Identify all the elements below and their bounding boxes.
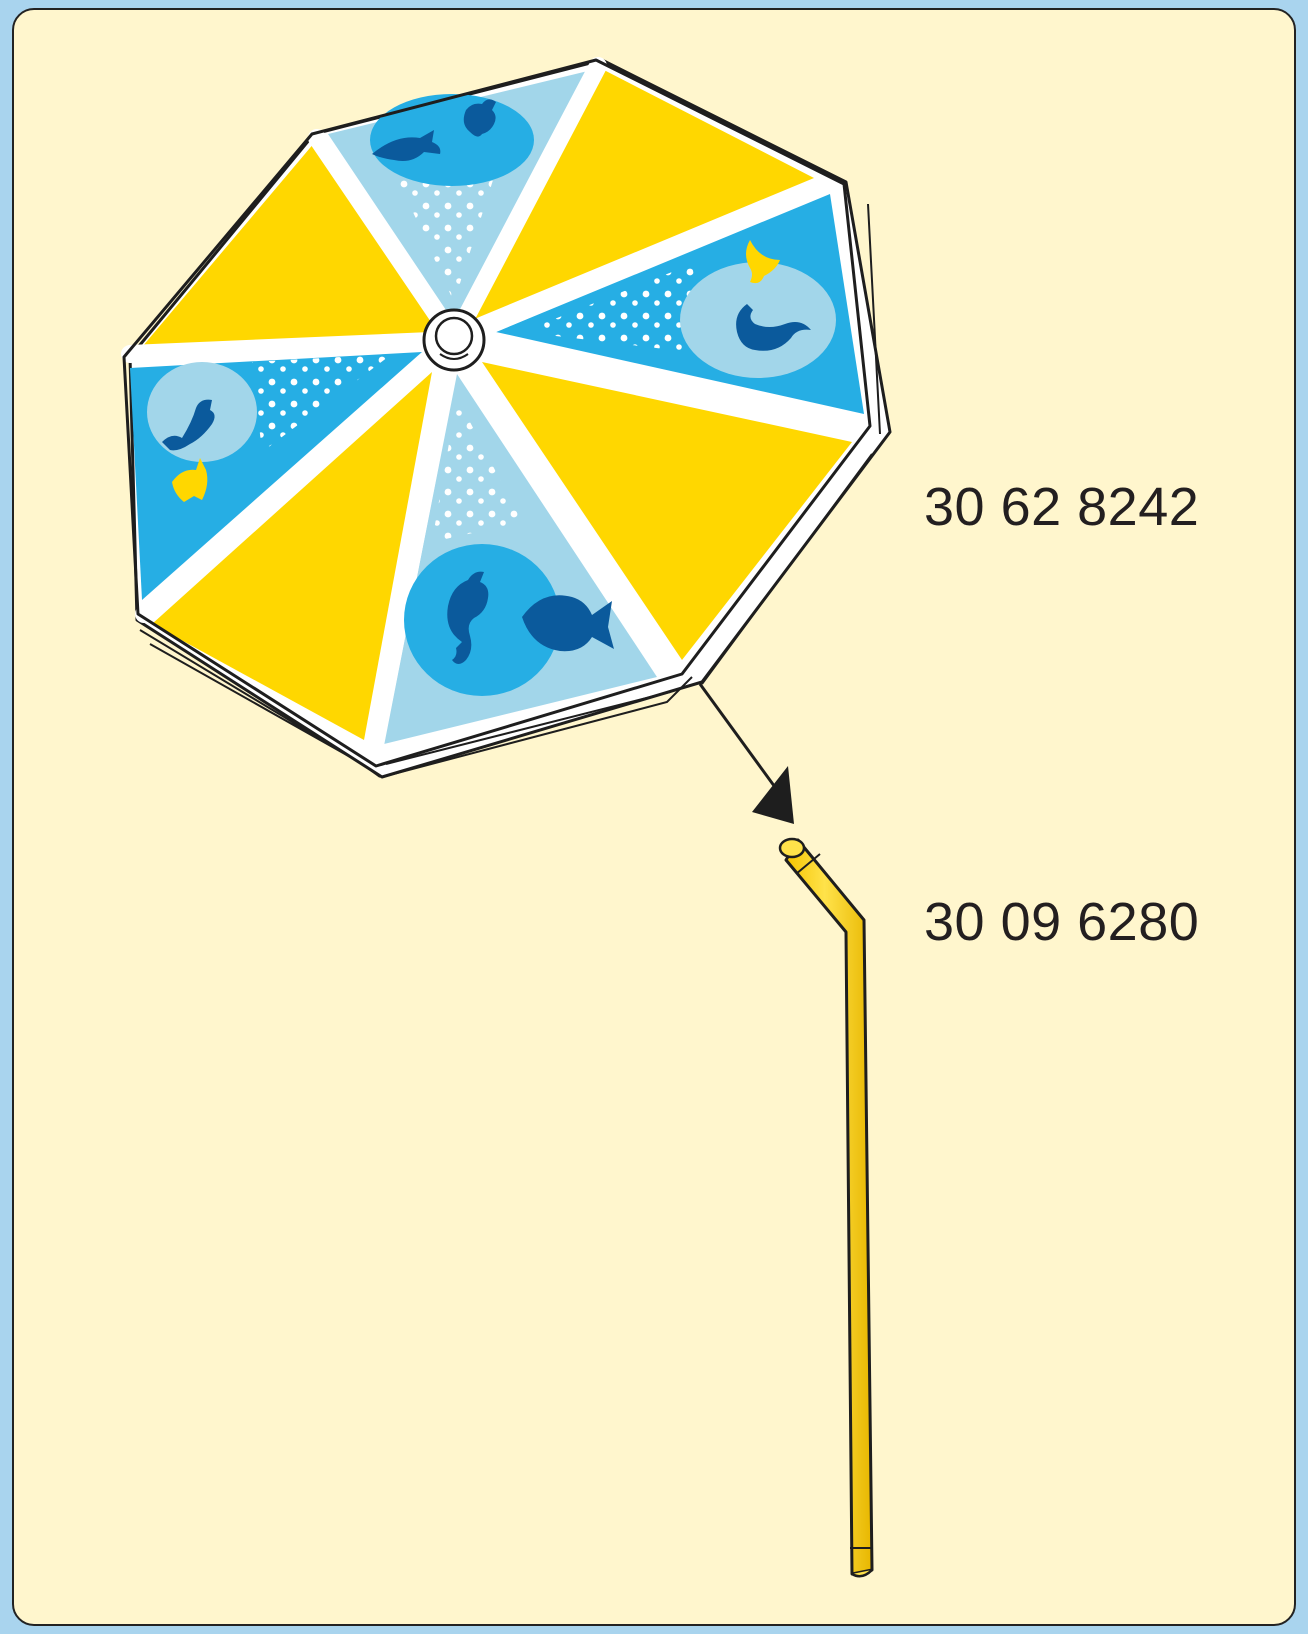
bubble-oval-top — [370, 94, 534, 186]
bubble-oval-right — [680, 262, 836, 378]
panel-lightblue-1-dots — [397, 152, 502, 302]
fish-icon — [522, 595, 614, 652]
pole-top-cap — [778, 837, 806, 859]
panel-yellow-1 — [142, 142, 452, 347]
assembly-illustration — [121, 57, 892, 1578]
fish-icon — [172, 458, 208, 502]
panel-lightblue-2-dots — [432, 397, 522, 542]
diagram-frame: 30 62 8242 30 09 6280 — [12, 8, 1296, 1626]
rim-edge-lines — [139, 203, 881, 778]
arrow-icon — [698, 683, 794, 824]
panel-yellow-4 — [152, 372, 432, 740]
umbrella-canopy — [121, 57, 892, 779]
panel-blue-1-dots — [522, 264, 707, 354]
fish-icon — [746, 240, 780, 284]
panel-blue-2-dots — [252, 354, 392, 452]
seahorse-icon — [447, 571, 489, 664]
seahorse-icon — [463, 99, 496, 137]
seahorse-icon — [736, 304, 811, 351]
panel-yellow-3 — [482, 362, 852, 660]
panel-yellow-2 — [472, 70, 814, 320]
canopy-outline — [122, 58, 872, 768]
canopy-ribs — [121, 57, 869, 759]
umbrella-pole — [778, 837, 874, 1578]
part-number-pole: 30 09 6280 — [924, 892, 1200, 952]
canopy-hub — [422, 308, 486, 372]
seahorse-icon — [162, 399, 215, 451]
bubble-oval-bottom — [404, 544, 560, 696]
fish-icon — [372, 130, 441, 161]
part-number-umbrella: 30 62 8242 — [924, 477, 1200, 537]
